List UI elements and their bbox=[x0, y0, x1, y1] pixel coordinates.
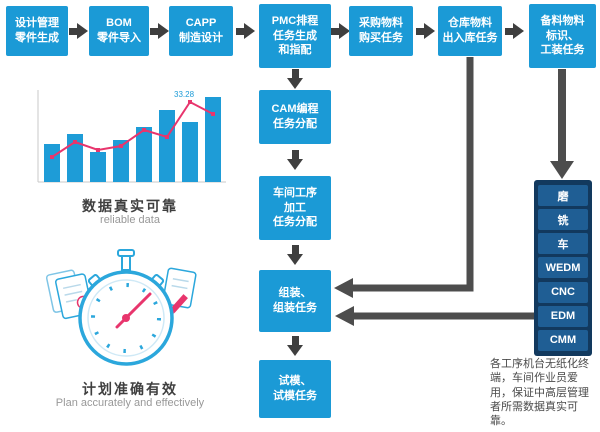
stopwatch-inner-ring bbox=[87, 279, 165, 357]
bar-chart-graphic: 33.28 bbox=[37, 90, 226, 183]
machine-item-grinding: 磨 bbox=[538, 185, 588, 206]
arrow-head bbox=[424, 23, 435, 39]
arrow-down-icon bbox=[287, 245, 303, 265]
machine-item-cnc: CNC bbox=[538, 281, 588, 303]
arrow-shaft bbox=[416, 27, 424, 35]
flow-box-bom: BOM 零件导入 bbox=[89, 6, 149, 56]
arrow-right-icon bbox=[150, 23, 169, 39]
arrow-right-icon bbox=[416, 23, 435, 39]
flow-box-material-prep: 备料物料 标识、 工装任务 bbox=[529, 4, 596, 68]
arrow-shaft bbox=[291, 69, 299, 78]
flow-box-cam: CAM编程 任务分配 bbox=[259, 90, 331, 144]
machine-item-milling: 铣 bbox=[538, 209, 588, 231]
flow-box-label: 车间工序 加工 任务分配 bbox=[273, 187, 317, 229]
flow-box-label: 采购物料 购买任务 bbox=[359, 17, 403, 44]
flow-box-label: 组装、 组装任务 bbox=[273, 287, 317, 314]
machine-list-panel: 磨 铣 车 WEDM CNC EDM CMM bbox=[534, 180, 592, 356]
arrow-down-icon bbox=[287, 69, 303, 89]
arrow-head bbox=[513, 23, 524, 39]
arrow-head bbox=[287, 78, 303, 89]
arrow-right-icon bbox=[505, 23, 524, 39]
arrow-down-icon bbox=[287, 150, 303, 170]
flow-box-design-management: 设计管理 零件生成 bbox=[6, 6, 68, 56]
watch-caption-en: Plan accurately and effectively bbox=[55, 397, 205, 409]
chart-caption: 数据真实可靠 bbox=[82, 198, 178, 214]
machine-item-wedm: WEDM bbox=[538, 257, 588, 279]
chart-peak-label: 33.28 bbox=[174, 90, 195, 99]
stopwatch-graphic bbox=[45, 249, 197, 366]
arrow-head bbox=[287, 345, 303, 356]
flow-box-warehouse: 仓库物料 出入库任务 bbox=[438, 6, 502, 56]
flow-box-label: 备料物料 标识、 工装任务 bbox=[540, 15, 585, 57]
arrow-down-icon bbox=[287, 336, 303, 356]
arrow-head bbox=[77, 23, 88, 39]
flow-box-purchase: 采购物料 购买任务 bbox=[349, 6, 413, 56]
stopwatch-hand-pivot bbox=[122, 314, 130, 322]
flow-box-capp: CAPP 制造设计 bbox=[169, 6, 233, 56]
flow-box-workshop-process: 车间工序 加工 任务分配 bbox=[259, 176, 331, 240]
arrow-head bbox=[339, 23, 350, 39]
arrow-shaft bbox=[505, 27, 513, 35]
chart-bars bbox=[44, 97, 221, 182]
arrow-shaft bbox=[291, 336, 299, 345]
arrow-right-icon bbox=[331, 23, 350, 39]
arrow-machines-to-assembly bbox=[335, 306, 534, 326]
flow-box-pmc: PMC排程 任务生成 和指配 bbox=[259, 4, 331, 68]
machine-item-cmm: CMM bbox=[538, 329, 588, 351]
stopwatch-hand bbox=[124, 292, 152, 320]
stopwatch-ticks bbox=[91, 283, 161, 353]
arrow-shaft bbox=[236, 27, 244, 35]
flow-box-assembly: 组装、 组装任务 bbox=[259, 270, 331, 332]
flow-box-label: BOM 零件导入 bbox=[97, 17, 141, 44]
chart-markers bbox=[50, 100, 215, 159]
flow-box-label: PMC排程 任务生成 和指配 bbox=[271, 15, 319, 57]
arrow-head bbox=[244, 23, 255, 39]
arrow-shaft bbox=[331, 27, 339, 35]
arrow-head bbox=[158, 23, 169, 39]
chart-caption-en: reliable data bbox=[100, 214, 160, 226]
arrow-shaft bbox=[291, 245, 299, 254]
arrow-right-icon bbox=[69, 23, 88, 39]
machine-item-turning: 车 bbox=[538, 233, 588, 255]
flow-box-label: CAPP 制造设计 bbox=[179, 17, 223, 44]
arrow-warehouse-to-assembly bbox=[334, 57, 474, 298]
arrow-head bbox=[287, 159, 303, 170]
arrow-material-to-machines bbox=[550, 69, 574, 179]
flow-box-trial-mold: 试模、 试模任务 bbox=[259, 360, 331, 418]
flow-box-label: CAM编程 任务分配 bbox=[271, 103, 319, 130]
flow-box-label: 试模、 试模任务 bbox=[273, 375, 317, 402]
arrow-right-icon bbox=[236, 23, 255, 39]
arrow-shaft bbox=[69, 27, 77, 35]
arrow-head bbox=[287, 254, 303, 265]
arrow-shaft bbox=[150, 27, 158, 35]
machine-item-edm: EDM bbox=[538, 305, 588, 327]
watch-caption: 计划准确有效 bbox=[82, 381, 178, 397]
flow-box-label: 仓库物料 出入库任务 bbox=[442, 17, 498, 44]
flow-box-label: 设计管理 零件生成 bbox=[15, 17, 59, 44]
chart-trend-line bbox=[51, 100, 214, 158]
stopwatch-crown-stem bbox=[121, 255, 131, 271]
note-text: 各工序机台无纸化终端，车间作业员爱用，保证中高层管理者所需数据真实可靠。 bbox=[490, 358, 589, 428]
arrow-shaft bbox=[291, 150, 299, 159]
